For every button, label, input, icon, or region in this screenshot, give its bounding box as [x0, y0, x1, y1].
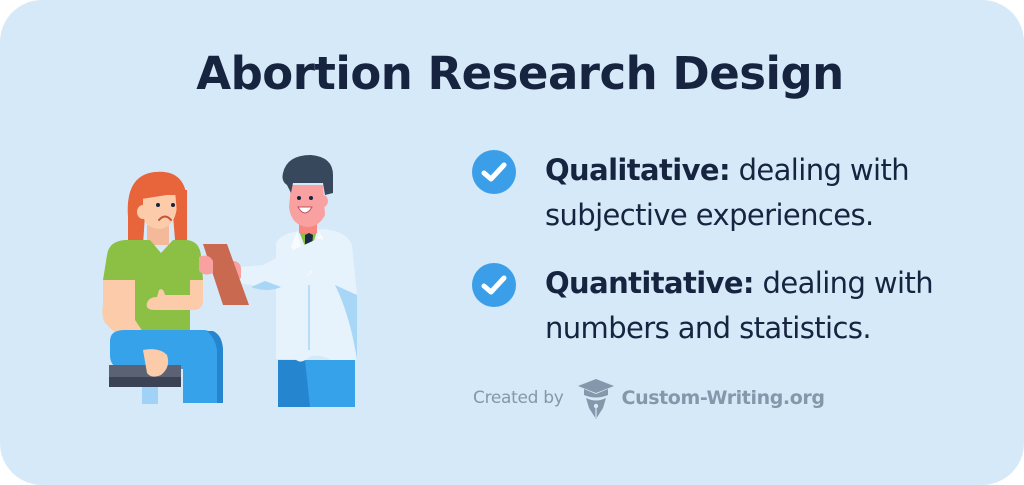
credit-line: Created by Custom-Writing.org — [473, 376, 825, 420]
item-term: Quantitative: — [545, 266, 755, 300]
item-description: dealing with numbers and statistics. — [545, 266, 934, 345]
doctor-patient-illustration — [102, 155, 357, 407]
doctor-face — [289, 185, 325, 227]
check-circle-icon — [472, 263, 516, 307]
credit-brand: Custom-Writing.org — [621, 387, 825, 409]
graduation-cap-pen-logo-icon — [577, 379, 614, 419]
page-title: Abortion Research Design — [196, 47, 844, 100]
clipboard — [203, 244, 249, 305]
patient-face — [143, 195, 178, 229]
doctor-hair — [282, 155, 333, 195]
item-text: Quantitative: dealing with numbers and s… — [545, 261, 985, 351]
item-description: dealing with subjective experiences. — [545, 153, 910, 232]
stool-seat — [109, 365, 181, 377]
check-circle-icon — [472, 150, 516, 194]
item-text: Qualitative: dealing with subjective exp… — [545, 148, 985, 238]
credit-label: Created by — [473, 388, 564, 408]
item-term: Qualitative: — [545, 153, 731, 187]
